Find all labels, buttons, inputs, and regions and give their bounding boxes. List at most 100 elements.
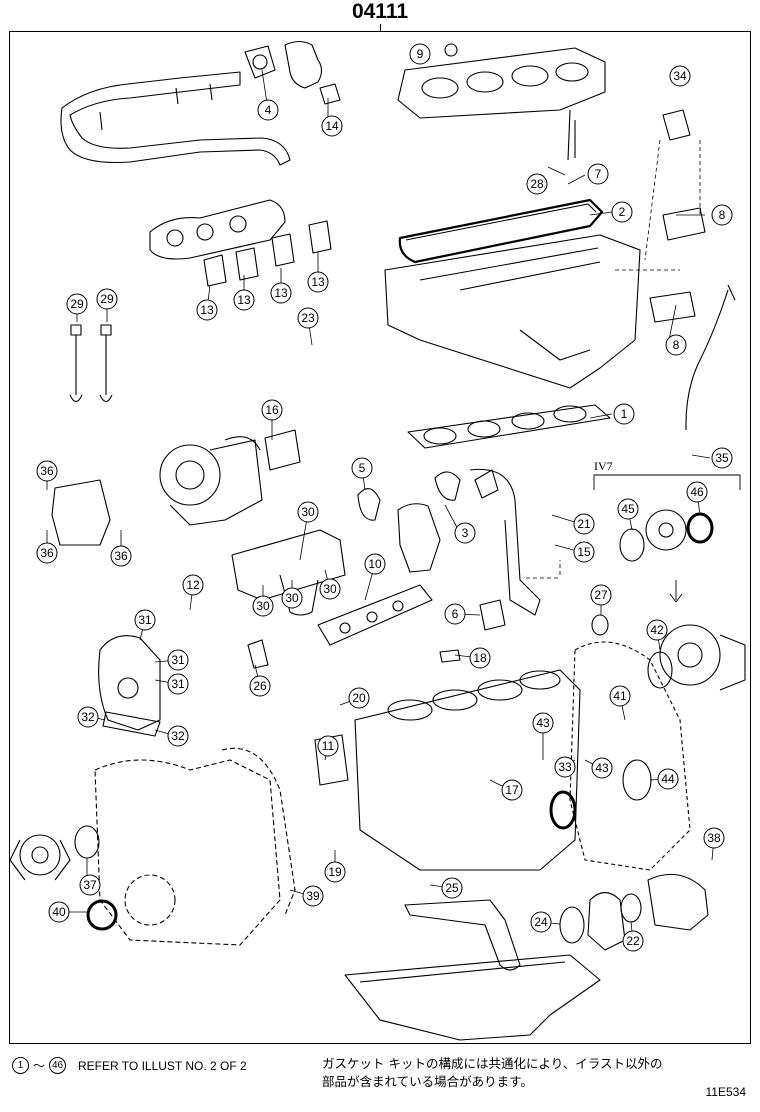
callout-2: 2 bbox=[611, 201, 633, 223]
callout-circle bbox=[297, 307, 319, 329]
callout-36: 36 bbox=[36, 460, 58, 482]
callout-circle bbox=[297, 501, 319, 523]
callout-40: 40 bbox=[48, 901, 70, 923]
water-pump-part bbox=[9, 834, 71, 881]
callout-number: 37 bbox=[83, 878, 97, 892]
callout-number: 23 bbox=[301, 311, 315, 325]
callout-8: 8 bbox=[665, 334, 687, 356]
guide-lines bbox=[526, 139, 701, 579]
callout-circle bbox=[587, 163, 609, 185]
head-gasket-part bbox=[407, 404, 611, 449]
callout-circle bbox=[36, 460, 58, 482]
callout-4: 4 bbox=[257, 99, 279, 121]
callout-circle bbox=[321, 115, 343, 137]
callout-number: 38 bbox=[707, 831, 721, 845]
callout-13: 13 bbox=[196, 299, 218, 321]
footer-note-line-1: ガスケット キットの構成には共通化により、イラスト以外の bbox=[322, 1056, 663, 1071]
callout-6: 6 bbox=[444, 603, 466, 625]
callout-circle bbox=[77, 706, 99, 728]
callout-number: 7 bbox=[595, 167, 602, 181]
range-separator: ～ bbox=[33, 1059, 46, 1073]
thermostat-housing-part bbox=[397, 503, 441, 573]
water-pipe-part bbox=[469, 468, 541, 616]
callout-number: 40 bbox=[52, 905, 66, 919]
callout-number: 31 bbox=[171, 677, 185, 691]
callout-circle bbox=[351, 457, 373, 479]
callout-19: 19 bbox=[324, 861, 346, 883]
exhaust-manifold-part bbox=[149, 199, 286, 260]
callout-circle bbox=[79, 874, 101, 896]
callout-27: 27 bbox=[590, 584, 612, 606]
callout-number: 17 bbox=[505, 783, 519, 797]
callout-circle bbox=[348, 687, 370, 709]
callout-42: 42 bbox=[646, 619, 668, 641]
callout-number: 31 bbox=[171, 653, 185, 667]
timing-cover-gasket-part bbox=[221, 747, 296, 916]
callout-32: 32 bbox=[77, 706, 99, 728]
callout-39: 39 bbox=[302, 885, 324, 907]
callout-number: 5 bbox=[359, 461, 366, 475]
callout-45: 45 bbox=[617, 498, 639, 520]
callout-circle bbox=[703, 827, 725, 849]
callout-circle bbox=[66, 293, 88, 315]
footer-note-line-2: 部品が含まれている場合があります。 bbox=[322, 1074, 533, 1089]
cover-gasket-part bbox=[398, 198, 604, 264]
callout-36: 36 bbox=[110, 545, 132, 567]
callout-circle bbox=[319, 578, 341, 600]
callout-circle bbox=[110, 545, 132, 567]
alternator-part bbox=[659, 624, 746, 691]
callout-circle bbox=[665, 334, 687, 356]
water-pump-housing-part bbox=[51, 479, 111, 546]
intake-manifold-part bbox=[231, 529, 346, 616]
callout-circle bbox=[364, 553, 386, 575]
callout-circle bbox=[554, 756, 576, 778]
callout-circle bbox=[233, 289, 255, 311]
end-plate-part bbox=[569, 641, 691, 871]
oring-24-part bbox=[559, 906, 585, 944]
front-oil-seal-part bbox=[86, 899, 118, 931]
callout-number: 45 bbox=[621, 502, 635, 516]
callout-38: 38 bbox=[703, 827, 725, 849]
callout-circle bbox=[609, 685, 631, 707]
iv7-bracket bbox=[593, 474, 741, 603]
callout-circle bbox=[317, 735, 339, 757]
refer-text: REFER TO ILLUST NO. 2 OF 2 bbox=[78, 1058, 247, 1073]
callout-29: 29 bbox=[96, 288, 118, 310]
callout-number: 36 bbox=[40, 464, 54, 478]
callout-9: 9 bbox=[409, 43, 431, 65]
callout-number: 16 bbox=[265, 403, 279, 417]
callout-circle bbox=[646, 619, 668, 641]
callout-11: 11 bbox=[317, 735, 339, 757]
callout-number: 27 bbox=[594, 588, 608, 602]
callout-number: 33 bbox=[558, 760, 572, 774]
callout-circle bbox=[613, 403, 635, 425]
callout-number: 14 bbox=[325, 119, 339, 133]
crank-oil-seal-part bbox=[686, 512, 714, 544]
callout-44: 44 bbox=[657, 768, 679, 790]
callout-number: 21 bbox=[577, 517, 591, 531]
callout-36: 36 bbox=[36, 542, 58, 564]
callout-number: 8 bbox=[673, 338, 680, 352]
callout-circle bbox=[257, 99, 279, 121]
callout-number: 30 bbox=[256, 599, 270, 613]
callout-16: 16 bbox=[261, 399, 283, 421]
callout-circle bbox=[711, 204, 733, 226]
callout-number: 8 bbox=[719, 208, 726, 222]
callout-number: 31 bbox=[138, 613, 152, 627]
callout-17: 17 bbox=[501, 779, 523, 801]
callout-number: 20 bbox=[352, 691, 366, 705]
callout-circle bbox=[454, 522, 476, 544]
callout-number: 29 bbox=[70, 297, 84, 311]
exhaust-valve-part bbox=[99, 324, 113, 403]
callout-circle bbox=[591, 757, 613, 779]
callout-28: 28 bbox=[526, 173, 548, 195]
callout-30: 30 bbox=[297, 501, 319, 523]
callout-number: 26 bbox=[253, 679, 267, 693]
callout-18: 18 bbox=[469, 647, 491, 669]
callout-circle bbox=[167, 649, 189, 671]
callout-circle bbox=[573, 513, 595, 535]
callout-number: 30 bbox=[285, 591, 299, 605]
callout-number: 9 bbox=[417, 47, 424, 61]
